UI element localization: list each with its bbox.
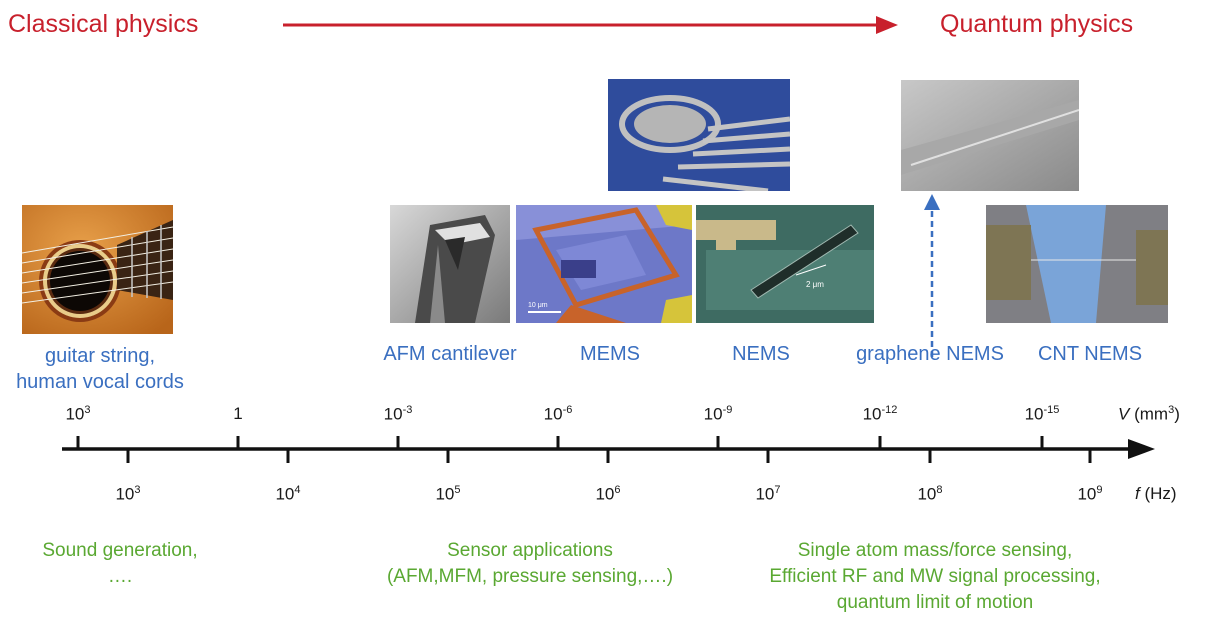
frequency-axis-unit: f (Hz) <box>1135 484 1220 504</box>
nems-scale-bar-label: 2 μm <box>806 280 824 289</box>
scale-axis <box>62 436 1155 463</box>
volume-tick-label: 10-15 <box>1002 404 1082 425</box>
volume-tick-label: 10-12 <box>840 404 920 425</box>
volume-tick-label: 10-3 <box>358 404 438 425</box>
frequency-tick-label-base: 10 <box>435 484 455 504</box>
volume-tick-label-exponent: -9 <box>722 404 733 416</box>
app-quantum-line3: quantum limit of motion <box>836 592 1034 613</box>
app-sensor: Sensor applications (AFM,MFM, pressure s… <box>340 538 720 590</box>
volume-tick-label-exponent: -15 <box>1043 404 1060 416</box>
frequency-tick-label-base: 10 <box>1077 484 1097 504</box>
volume-tick-label: 103 <box>38 404 118 425</box>
frequency-tick-label-exponent: 4 <box>294 484 301 496</box>
volume-tick-label-base: 10 <box>383 404 403 424</box>
graphene-nems-label: graphene NEMS <box>856 343 1004 365</box>
app-quantum-line1: Single atom mass/force sensing, <box>797 540 1073 561</box>
volume-axis-unit: V (mm3) <box>1118 404 1223 425</box>
volume-tick-label: 1 <box>198 404 278 424</box>
volume-tick-label-exponent: -12 <box>881 404 898 416</box>
app-sensor-line2: (AFM,MFM, pressure sensing,….) <box>386 566 674 587</box>
guitar-image <box>22 205 173 334</box>
frequency-tick-label-base: 10 <box>595 484 615 504</box>
guitar-label: guitar string, human vocal cords <box>10 343 190 395</box>
frequency-tick-label: 108 <box>890 484 970 505</box>
frequency-tick-label-base: 10 <box>755 484 775 504</box>
frequency-tick-label: 107 <box>728 484 808 505</box>
frequency-tick-label: 109 <box>1050 484 1130 505</box>
nems-label: NEMS <box>732 343 790 365</box>
classical-physics-label: Classical physics <box>8 10 199 38</box>
app-sound: Sound generation, …. <box>0 538 240 590</box>
quantum-physics-label: Quantum physics <box>940 10 1134 38</box>
volume-tick-label-base: 10 <box>543 404 563 424</box>
volume-tick-label-exponent: -6 <box>562 404 573 416</box>
frequency-tick-label-base: 10 <box>917 484 937 504</box>
frequency-tick-label: 103 <box>88 484 168 505</box>
frequency-tick-label-exponent: 3 <box>134 484 141 496</box>
guitar-label-line2: human vocal cords <box>16 371 184 393</box>
cnt-nems-label: CNT NEMS <box>1037 343 1143 365</box>
frequency-tick-label: 105 <box>408 484 488 505</box>
classical-to-quantum-arrow <box>283 16 898 34</box>
volume-tick-label-base: 10 <box>1024 404 1044 424</box>
frequency-tick-label-exponent: 5 <box>454 484 461 496</box>
volume-tick-label: 10-9 <box>678 404 758 425</box>
volume-axis-unit-text: (mm <box>1134 404 1169 424</box>
volume-tick-label-exponent: -3 <box>402 404 413 416</box>
volume-tick-label-base: 1 <box>233 404 243 423</box>
app-quantum-line2: Efficient RF and MW signal processing, <box>769 566 1101 587</box>
volume-tick-label-base: 10 <box>703 404 723 424</box>
volume-axis-var: V <box>1118 404 1130 424</box>
frequency-tick-label-base: 10 <box>275 484 295 504</box>
app-sound-line1: Sound generation, <box>42 540 198 561</box>
frequency-tick-label-exponent: 7 <box>774 484 781 496</box>
guitar-label-line1: guitar string, <box>44 345 156 367</box>
app-sound-line2: …. <box>107 566 133 587</box>
nems-image: 2 μm <box>696 205 874 323</box>
frequency-tick-label-exponent: 8 <box>936 484 943 496</box>
frequency-axis-var: f <box>1135 484 1140 503</box>
app-sensor-line1: Sensor applications <box>447 540 613 561</box>
frequency-tick-label: 106 <box>568 484 648 505</box>
mems-scale-bar-label: 10 μm <box>528 302 548 309</box>
frequency-tick-label-base: 10 <box>115 484 135 504</box>
volume-tick-label-base: 10 <box>862 404 882 424</box>
volume-axis-unit-close: ) <box>1174 404 1180 424</box>
volume-tick-label-base: 10 <box>65 404 85 424</box>
graphene-nems-image <box>901 80 1079 191</box>
frequency-axis-unit-text: (Hz) <box>1144 484 1177 503</box>
volume-tick-label: 10-6 <box>518 404 598 425</box>
afm-cantilever-image <box>390 205 510 323</box>
volume-tick-label-exponent: 3 <box>84 404 91 416</box>
app-quantum: Single atom mass/force sensing, Efficien… <box>725 538 1145 616</box>
mems-resonator-image <box>608 79 790 191</box>
cnt-nems-image <box>986 205 1168 323</box>
frequency-tick-label-exponent: 9 <box>1096 484 1103 496</box>
graphene-pointer-arrow <box>924 194 940 357</box>
frequency-tick-label-exponent: 6 <box>614 484 621 496</box>
volume-axis-unit-sup: 3 <box>1168 404 1175 416</box>
mems-image: 10 μm <box>516 205 692 323</box>
mems-label: MEMS <box>580 343 640 365</box>
afm-label: AFM cantilever <box>383 343 517 365</box>
frequency-tick-label: 104 <box>248 484 328 505</box>
